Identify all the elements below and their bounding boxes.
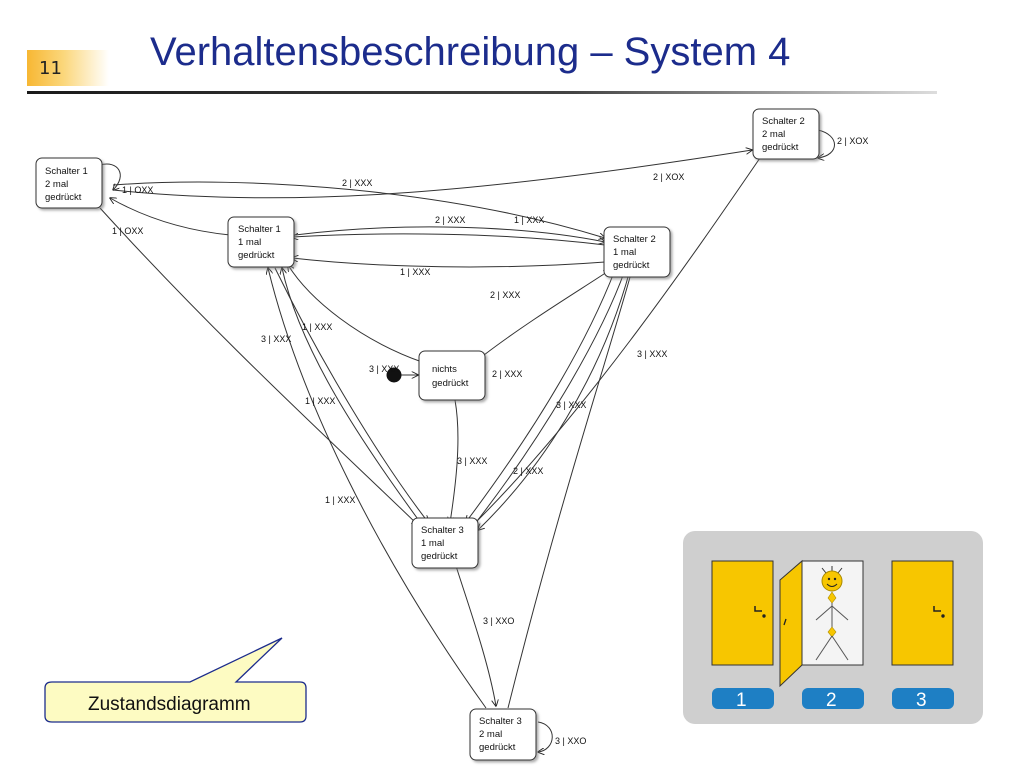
edge-label: 1 | OXX [112, 226, 143, 236]
edge-label: 3 | XXX [261, 334, 291, 344]
edge-s3_1-to-s3_2 [455, 565, 496, 706]
callout-text: Zustandsdiagramm [88, 694, 251, 715]
svg-text:Schalter 1: Schalter 1 [238, 224, 281, 235]
door-badge-3-label: 3 [916, 690, 927, 711]
edge-s1_1-to-s1_2 [110, 198, 231, 236]
edge-s3_2-to-s1_1 [268, 268, 487, 709]
edge-s3_2-to-s2_1 [507, 270, 632, 709]
edge-s2_1-to-s3_1-b [478, 269, 631, 530]
edge-label: 1 | OXX [122, 185, 153, 195]
svg-text:1 mal: 1 mal [238, 237, 261, 248]
svg-text:gedrückt: gedrückt [421, 551, 458, 562]
svg-text:2 mal: 2 mal [762, 129, 785, 140]
edge-label: 3 | XXX [457, 456, 487, 466]
svg-text:gedrückt: gedrückt [613, 260, 650, 271]
edge-s1_2-to-s2_1 [112, 181, 605, 238]
edge-s2_1-to-s1_1-lower [292, 258, 606, 268]
edge-s2_1-to-s3_1-a [466, 269, 616, 522]
svg-text:Schalter 2: Schalter 2 [762, 116, 805, 127]
edge-label: 3 | XXX [556, 400, 586, 410]
svg-text:gedrückt: gedrückt [479, 742, 516, 753]
edge-s1_2-to-s2_2 [112, 150, 752, 199]
edge-labels: 1 | OXX 2 | XXX 1 | OXX 2 | XXX 1 | XXX … [112, 136, 868, 746]
door-badge-1-label: 1 [736, 690, 747, 711]
edge-label: 3 | XXO [483, 616, 514, 626]
svg-text:1 mal: 1 mal [421, 538, 444, 549]
person-figure [815, 566, 849, 661]
edge-label: 2 | XXX [342, 178, 372, 188]
edge-s1_2-self [99, 163, 121, 190]
edge-label: 1 | XXX [302, 322, 332, 332]
callout: Zustandsdiagramm [44, 637, 307, 723]
state-schalter3-2mal: Schalter 3 2 mal gedrückt [469, 708, 537, 761]
edge-label: 1 | XXX [305, 396, 335, 406]
edge-s2_2-to-s3_1 [470, 157, 761, 528]
door-2-open-leaf [779, 559, 803, 688]
door-illustration: 1 2 3 [680, 521, 984, 736]
edge-nichts-to-s2_1 [483, 270, 610, 356]
door-3 [891, 560, 954, 666]
edge-s1_1-to-s2_1 [294, 226, 605, 242]
door-badge-1 [712, 688, 774, 709]
svg-text:Schalter 1: Schalter 1 [45, 166, 88, 177]
edge-s3_2-self [538, 721, 553, 752]
edge-s3_1-to-s2_1-a [473, 270, 625, 526]
edge-label: 1 | XXX [400, 267, 430, 277]
title-underline [27, 91, 937, 94]
svg-text:Schalter 2: Schalter 2 [613, 234, 656, 245]
edge-label: 3 | XXX [637, 349, 667, 359]
edge-s1_1-to-s3_1-a [274, 267, 428, 522]
svg-text:1 mal: 1 mal [613, 247, 636, 258]
door-1 [711, 560, 774, 666]
slide-number: 11 [39, 58, 62, 79]
edge-label: 2 | XOX [653, 172, 684, 182]
state-schalter1-2mal: Schalter 1 2 mal gedrückt [35, 157, 103, 209]
svg-text:2 mal: 2 mal [479, 729, 502, 740]
edge-label: 2 | XXX [490, 290, 520, 300]
edge-label: 2 | XOX [837, 136, 868, 146]
edge-label: 2 | XXX [492, 369, 522, 379]
door-badge-3 [892, 688, 954, 709]
edge-s3_1-to-s1_1-a [282, 268, 421, 523]
svg-text:Schalter 3: Schalter 3 [421, 525, 464, 536]
start-node [386, 367, 402, 383]
edge-label: 3 | XXX [369, 364, 399, 374]
state-schalter2-1mal: Schalter 2 1 mal gedrückt [603, 226, 671, 278]
svg-text:gedrückt: gedrückt [238, 250, 275, 261]
state-schalter1-1mal: Schalter 1 1 mal gedrückt [227, 216, 295, 268]
door-badge-2-label: 2 [826, 690, 837, 711]
svg-text:2 mal: 2 mal [45, 179, 68, 190]
edge-label: 1 | XXX [325, 495, 355, 505]
svg-text:Schalter 3: Schalter 3 [479, 716, 522, 727]
slide-number-box: 11 [27, 50, 109, 86]
slide-title: Verhaltensbeschreibung – System 4 [150, 30, 791, 74]
transitions [99, 129, 835, 752]
edge-nichts-to-s3_1 [450, 399, 459, 523]
edge-s1_2-to-s3_1 [99, 207, 418, 525]
edge-label: 2 | XXX [435, 215, 465, 225]
edge-s2_1-to-s1_1 [292, 234, 606, 246]
edge-label: 2 | XXX [513, 466, 543, 476]
edge-s2_2-self [818, 129, 835, 158]
edge-nichts-to-s1_1 [288, 265, 423, 363]
svg-text:gedrückt: gedrückt [432, 378, 469, 389]
edge-label: 3 | XXO [555, 736, 586, 746]
edge-label: 1 | XXX [514, 215, 544, 225]
state-schalter2-2mal: Schalter 2 2 mal gedrückt [752, 108, 820, 160]
state-schalter3-1mal: Schalter 3 1 mal gedrückt [411, 517, 479, 569]
state-nichts-gedrueckt: nichts gedrückt [418, 350, 486, 401]
svg-text:gedrückt: gedrückt [45, 192, 82, 203]
svg-text:gedrückt: gedrückt [762, 142, 799, 153]
door-badge-2 [802, 688, 864, 709]
svg-text:nichts: nichts [432, 364, 457, 375]
